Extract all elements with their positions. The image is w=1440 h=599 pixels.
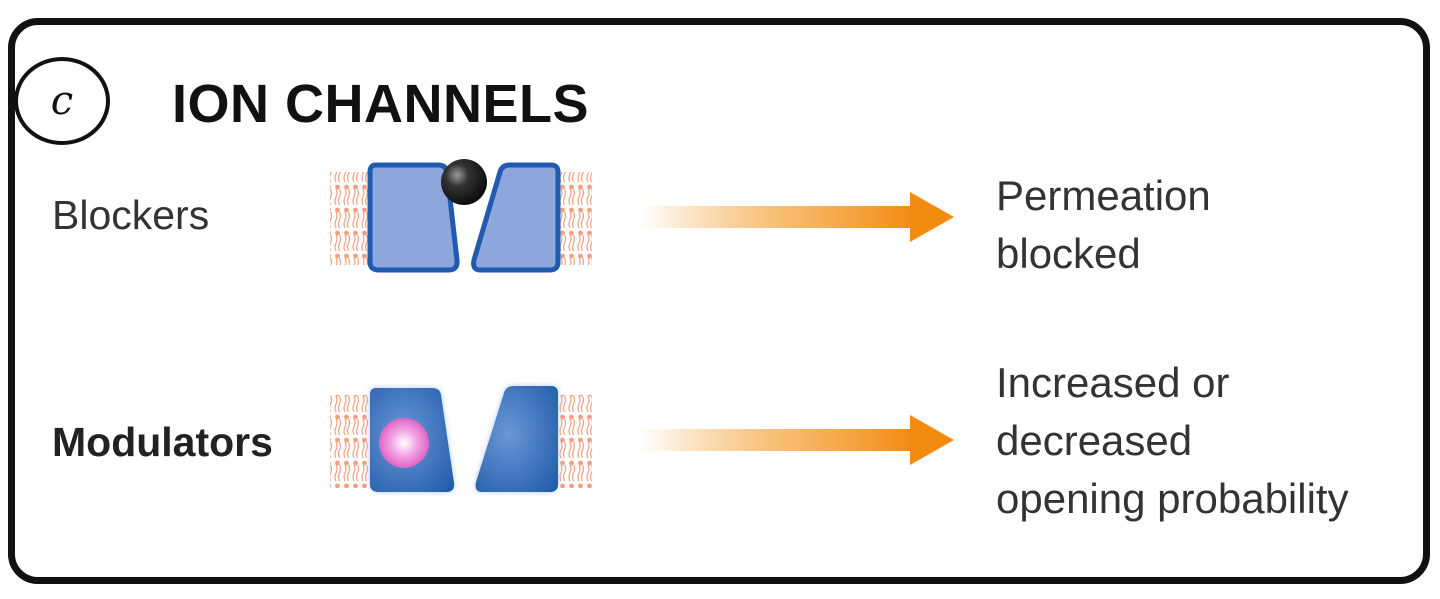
- channel-subunit-right: [475, 386, 558, 492]
- arrow-blockers: [640, 192, 954, 242]
- panel-letter: c: [50, 78, 74, 124]
- panel-title: ION CHANNELS: [172, 74, 590, 134]
- outcome-line: opening probability: [996, 475, 1349, 522]
- modulator-molecule: [379, 418, 429, 468]
- outcome-blockers: Permeation blocked: [996, 167, 1211, 283]
- arrow-modulators: [640, 415, 954, 465]
- channel-subunit-left: [367, 162, 460, 273]
- channel-subunit-right: [471, 162, 561, 273]
- ion-channel-blockers: [367, 162, 561, 273]
- outcome-line: decreased: [996, 417, 1193, 464]
- diagram-panel: [8, 18, 1430, 584]
- row-label-modulators: Modulators: [52, 419, 273, 465]
- outcome-line: blocked: [996, 230, 1141, 277]
- outcome-line: Increased or: [996, 359, 1230, 406]
- membrane-modulators: [330, 395, 592, 488]
- outcome-line: Permeation: [996, 172, 1211, 219]
- panel-letter-badge: c: [14, 57, 110, 145]
- blocker-molecule: [441, 159, 487, 205]
- row-label-blockers: Blockers: [52, 192, 210, 238]
- outcome-modulators: Increased or decreased opening probabili…: [996, 354, 1349, 528]
